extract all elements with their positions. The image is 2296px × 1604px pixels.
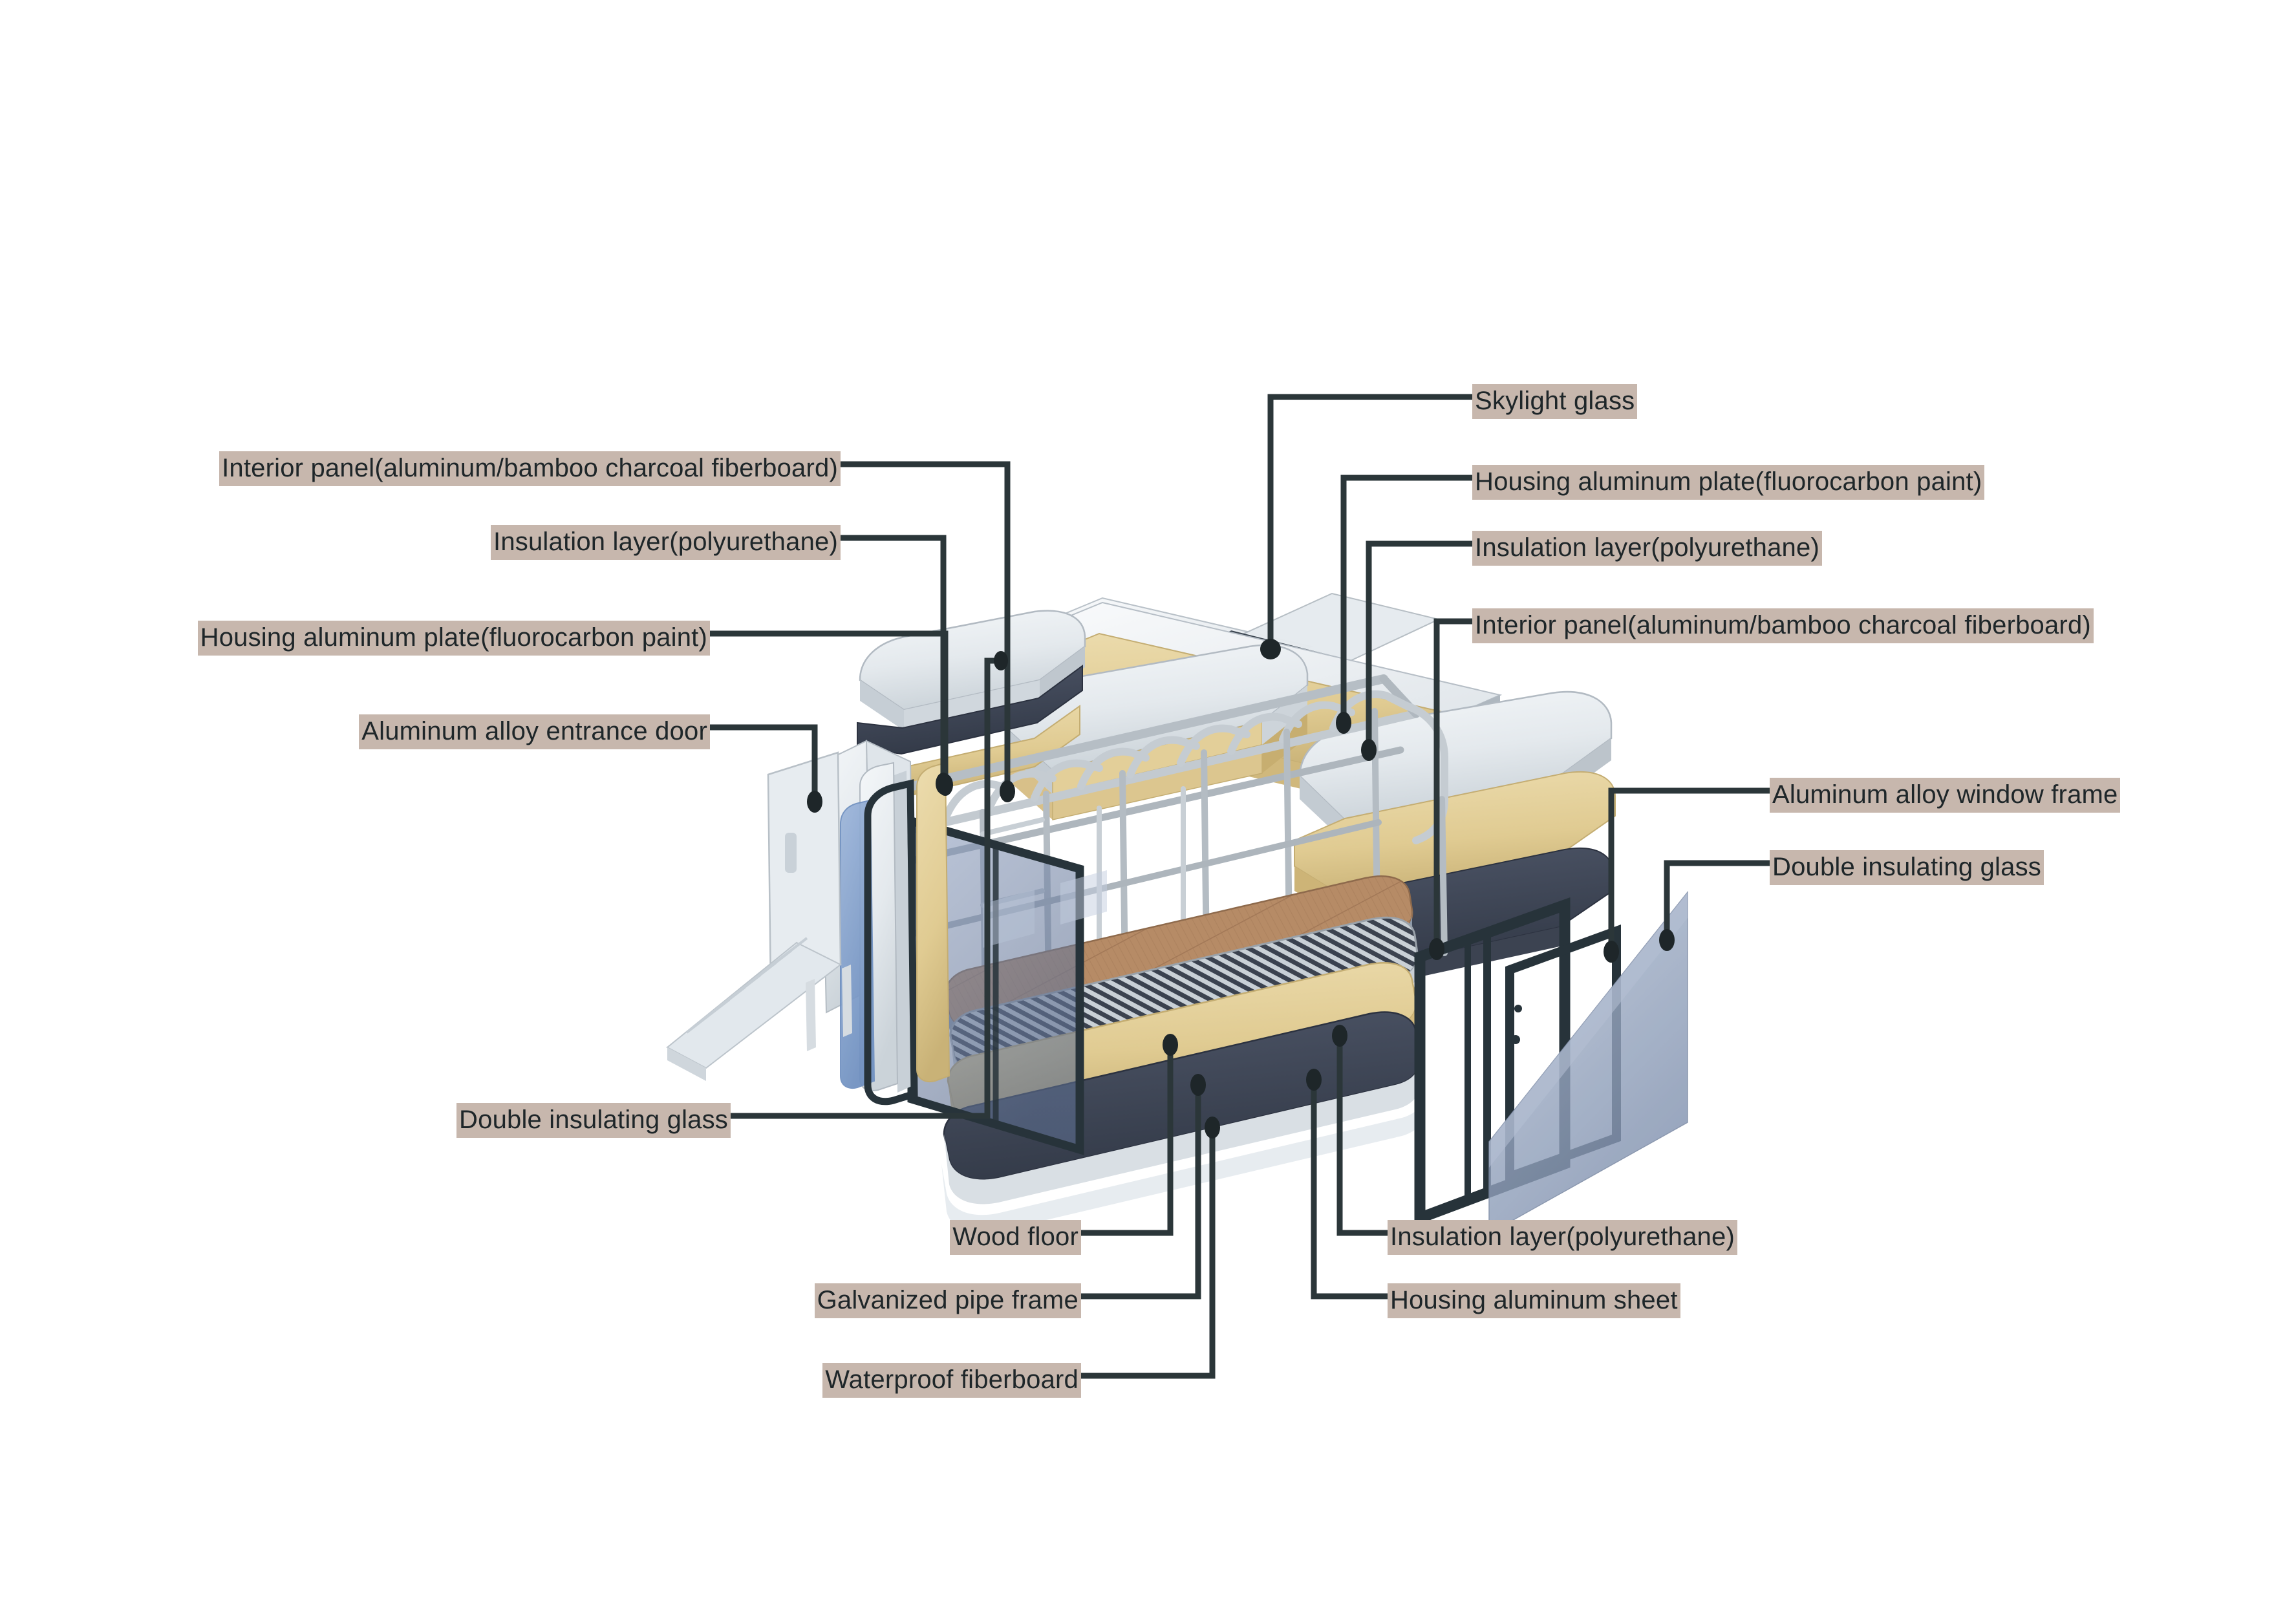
label-text: Aluminum alloy window frame	[1772, 780, 2118, 809]
label-text: Skylight glass	[1475, 387, 1635, 415]
label-text: Interior panel(aluminum/bamboo charcoal …	[1475, 611, 2091, 639]
label-text: Wood floor	[952, 1223, 1078, 1251]
right-double-insulating-glass	[1488, 890, 1688, 1235]
label-text: Insulation layer(polyurethane)	[493, 528, 838, 556]
label-wood-floor[interactable]: Wood floor	[950, 1220, 1081, 1256]
label-housing-aluminum-plate-left[interactable]: Housing aluminum plate(fluorocarbon pain…	[197, 621, 710, 656]
front-double-insulating-glass	[907, 815, 1084, 1155]
label-waterproof-fiberboard[interactable]: Waterproof fiberboard	[822, 1363, 1081, 1398]
label-text: Insulation layer(polyurethane)	[1390, 1223, 1735, 1251]
label-text: Housing aluminum plate(fluorocarbon pain…	[200, 623, 707, 652]
label-text: Aluminum alloy entrance door	[361, 717, 707, 745]
label-text: Double insulating glass	[1772, 853, 2041, 881]
label-text: Housing aluminum sheet	[1390, 1286, 1678, 1314]
label-text: Insulation layer(polyurethane)	[1475, 533, 1819, 562]
label-interior-panel-top[interactable]: Interior panel(aluminum/bamboo charcoal …	[219, 451, 841, 487]
leader-endpoint-dots	[807, 639, 1675, 1139]
label-aluminum-alloy-window-frame[interactable]: Aluminum alloy window frame	[1770, 778, 2121, 813]
label-galvanized-pipe-frame[interactable]: Galvanized pipe frame	[814, 1283, 1081, 1319]
label-text: Housing aluminum plate(fluorocarbon pain…	[1475, 467, 1982, 496]
label-housing-aluminum-plate-right[interactable]: Housing aluminum plate(fluorocarbon pain…	[1472, 465, 1985, 500]
label-double-insulating-glass-left[interactable]: Double insulating glass	[456, 1103, 731, 1139]
label-text: Double insulating glass	[459, 1106, 728, 1134]
label-aluminum-alloy-entrance-door[interactable]: Aluminum alloy entrance door	[359, 714, 710, 750]
label-insulation-layer-top[interactable]: Insulation layer(polyurethane)	[491, 525, 841, 561]
label-text: Waterproof fiberboard	[825, 1365, 1078, 1394]
label-housing-aluminum-sheet[interactable]: Housing aluminum sheet	[1388, 1283, 1680, 1319]
label-insulation-layer-bottom[interactable]: Insulation layer(polyurethane)	[1388, 1220, 1737, 1256]
label-interior-panel-right[interactable]: Interior panel(aluminum/bamboo charcoal …	[1472, 608, 2094, 644]
label-text: Interior panel(aluminum/bamboo charcoal …	[222, 454, 838, 482]
entrance-stairs	[666, 937, 852, 1081]
label-text: Galvanized pipe frame	[817, 1286, 1078, 1314]
label-skylight-glass[interactable]: Skylight glass	[1472, 384, 1638, 420]
interior-furnishings	[983, 870, 1107, 948]
label-double-insulating-glass-right[interactable]: Double insulating glass	[1770, 850, 2044, 886]
label-insulation-layer-right[interactable]: Insulation layer(polyurethane)	[1472, 531, 1822, 566]
left-wall-assembly	[840, 762, 950, 1106]
